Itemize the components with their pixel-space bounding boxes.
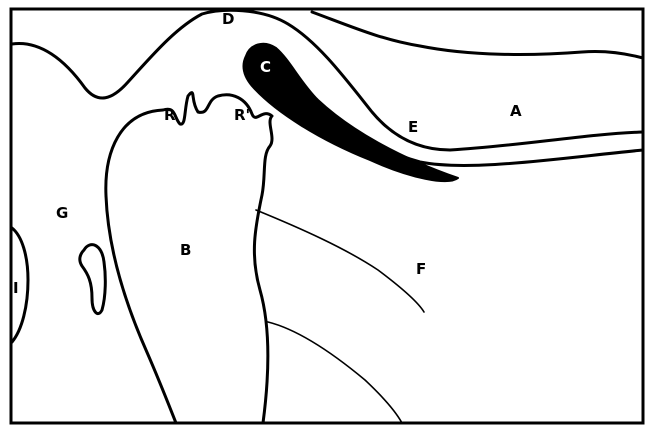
- label-b: B: [180, 241, 191, 259]
- solid-wedge-c: [244, 44, 458, 181]
- label-i: I: [13, 279, 19, 297]
- diagram-frame: [11, 9, 643, 423]
- line-f-lower: [268, 322, 402, 423]
- label-f: F: [416, 260, 426, 278]
- line-f-upper: [256, 210, 424, 312]
- label-c: C: [260, 58, 271, 76]
- label-g: G: [56, 204, 68, 222]
- label-r-prime: R': [234, 106, 250, 124]
- label-d: D: [222, 10, 234, 28]
- label-r: R: [164, 106, 176, 124]
- loop-g: [80, 245, 105, 314]
- upper-band-a: [312, 12, 643, 58]
- label-e: E: [408, 118, 418, 136]
- label-a: A: [510, 102, 522, 120]
